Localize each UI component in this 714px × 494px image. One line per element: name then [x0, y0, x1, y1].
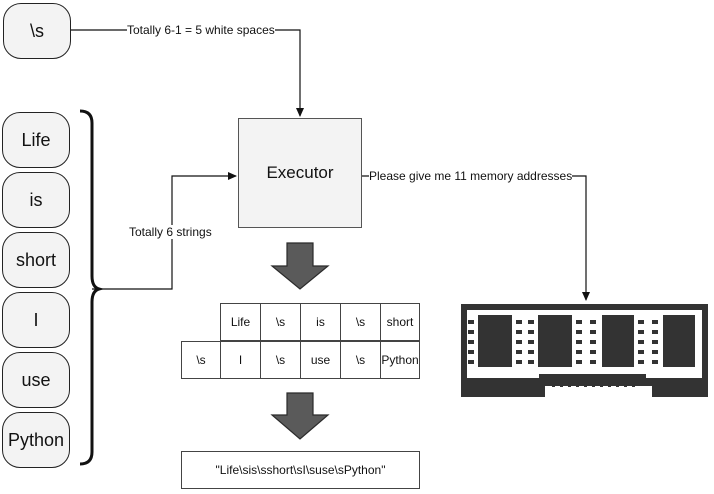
result-string-box: "Life\sis\sshort\sI\suse\sPython": [181, 451, 420, 489]
whitespace-count-label: Totally 6-1 = 5 white spaces: [127, 23, 275, 37]
table-cell: \s: [340, 341, 381, 379]
word-pill-python: Python: [2, 412, 70, 468]
separator-pill: \s: [3, 3, 71, 59]
memory-connector: [362, 175, 590, 301]
table-cell: Life: [220, 303, 261, 341]
down-arrow-icon: [270, 392, 330, 440]
whitespace-connector: [70, 29, 304, 117]
curly-brace: [79, 109, 105, 466]
executor-box: Executor: [238, 118, 362, 228]
table-cell: I: [220, 341, 261, 379]
word-pill-i: I: [2, 292, 70, 348]
table-cell: \s: [181, 341, 221, 379]
string-count-label: Totally 6 strings: [129, 225, 212, 239]
memory-request-label: Please give me 11 memory addresses: [369, 169, 573, 183]
table-cell: is: [300, 303, 341, 341]
down-arrow-icon: [270, 242, 330, 290]
table-cell: use: [300, 341, 341, 379]
word-pill-is: is: [2, 172, 70, 228]
table-cell: \s: [260, 303, 301, 341]
table-cell: \s: [340, 303, 381, 341]
table-cell: Python: [380, 341, 420, 379]
word-pill-life: Life: [2, 112, 70, 168]
word-pill-short: short: [2, 232, 70, 288]
table-cell: \s: [260, 341, 301, 379]
word-pill-use: use: [2, 352, 70, 408]
memory-chip-icon: [461, 304, 708, 397]
table-cell: short: [380, 303, 420, 341]
